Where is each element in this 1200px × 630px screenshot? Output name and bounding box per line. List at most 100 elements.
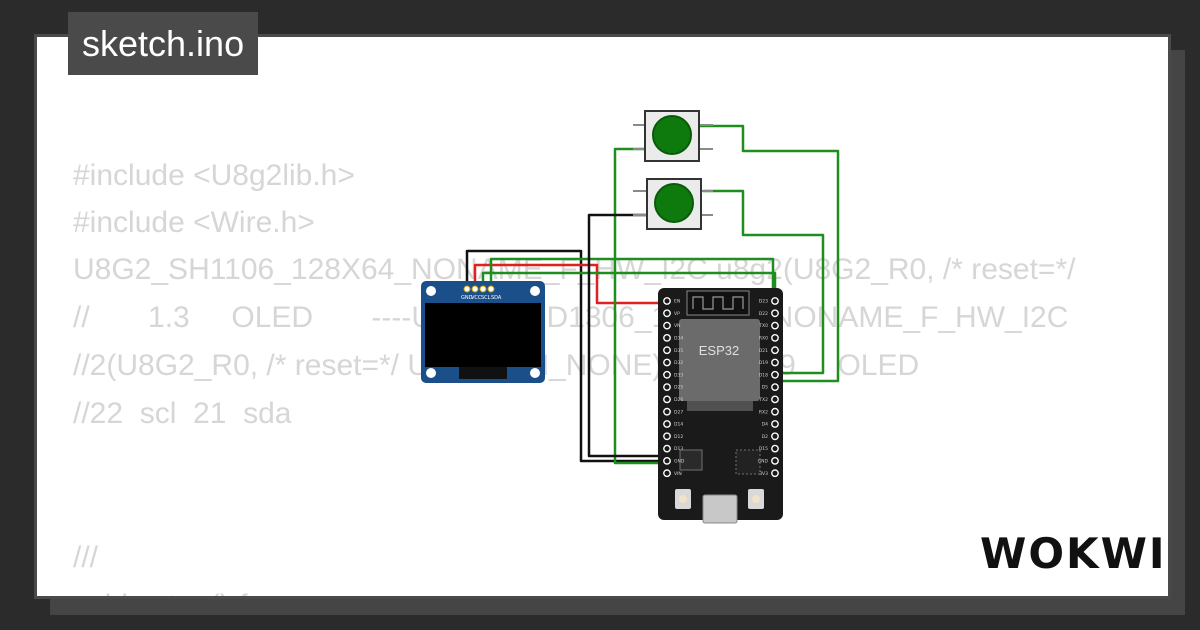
esp32-pin-right[interactable]	[771, 346, 779, 355]
code-line: //22 scl 21 sda	[73, 397, 292, 430]
oled-display[interactable]: GND VCC SCL SDA	[421, 281, 545, 383]
esp32-pin-left[interactable]	[663, 469, 671, 478]
esp32-pin-label: VIN	[674, 471, 682, 477]
esp32-pin-label: D35	[674, 348, 683, 354]
esp32-pin-right[interactable]	[771, 456, 779, 465]
esp32-pin-right[interactable]	[771, 297, 779, 305]
esp32-pin-right[interactable]	[771, 333, 779, 342]
esp32-pin-label: D12	[674, 434, 683, 440]
esp32-chip-foot	[687, 401, 753, 411]
esp32-pin-label: D13	[674, 446, 683, 452]
oled-pin-label: VCC	[471, 295, 482, 301]
esp32-pin-label: D18	[759, 372, 768, 378]
esp32-pin-left[interactable]	[663, 346, 671, 355]
esp32-pin-right[interactable]	[771, 395, 779, 404]
esp32-pin-right[interactable]	[771, 321, 779, 330]
oled-pin-label: SCL	[481, 295, 491, 301]
usb-port	[702, 494, 738, 524]
esp32-pin-right[interactable]	[771, 383, 779, 391]
esp32-board[interactable]: ESP32 ENVPVND34D35D32D33D25D26D27D14D12D…	[658, 288, 783, 524]
pushbutton-2[interactable]	[633, 178, 713, 230]
esp32-pin-left[interactable]	[663, 383, 671, 391]
esp32-pin-label: D23	[759, 299, 768, 305]
oled-pin-label: SDA	[491, 295, 502, 301]
esp32-pin-left[interactable]	[663, 297, 671, 305]
esp32-pin-right[interactable]	[771, 309, 779, 318]
wire-button1-to-3v3	[699, 124, 840, 383]
esp32-pin-left[interactable]	[663, 309, 671, 318]
esp32-pin-label: RX0	[759, 336, 768, 342]
wokwi-logo[interactable]: WOKWI	[980, 529, 1167, 578]
esp32-chip	[679, 319, 760, 401]
esp32-pin-left[interactable]	[663, 456, 671, 465]
esp32-pin-label: RX2	[759, 409, 768, 415]
voltage-regulator	[679, 449, 703, 471]
esp32-pin-left[interactable]	[663, 395, 671, 404]
esp32-pin-label: D2	[762, 434, 768, 440]
esp32-pin-left[interactable]	[663, 444, 671, 453]
esp32-chip-label: ESP32	[699, 343, 739, 358]
oled-pin	[471, 285, 479, 293]
antenna-trace	[692, 296, 744, 310]
code-line: #include <U8g2lib.h>	[73, 159, 355, 192]
circuit-diagram: GND VCC SCL SDA ESP32 ENVPVND34D35D32D33…	[421, 110, 840, 524]
usb-uart-chip	[735, 449, 761, 475]
esp32-pin-right[interactable]	[771, 370, 779, 379]
wire-button2-to-gnd	[587, 213, 663, 458]
esp32-pin-label: D21	[759, 348, 768, 354]
esp32-pin-label: D5	[762, 385, 768, 391]
code-line: ///	[73, 541, 99, 574]
esp32-antenna	[686, 290, 750, 316]
esp32-pin-left[interactable]	[663, 321, 671, 330]
esp32-pin-label: D14	[674, 422, 683, 428]
pushbutton-1[interactable]	[633, 110, 713, 162]
esp32-pin-left[interactable]	[663, 358, 671, 367]
wire-oled-vcc-red	[473, 263, 668, 305]
esp32-pin-label: D4	[762, 422, 768, 428]
esp32-pin-label: EN	[674, 299, 680, 305]
esp32-pin-label: D34	[674, 336, 683, 342]
button-cap	[654, 183, 694, 223]
oled-pin	[487, 285, 495, 293]
oled-ribbon	[459, 367, 507, 379]
esp32-pin-label: D32	[674, 360, 683, 366]
esp32-pin-label: D27	[674, 409, 683, 415]
esp32-pin-right[interactable]	[771, 358, 779, 367]
button-cap	[652, 115, 692, 155]
esp32-pin-headers: ENVPVND34D35D32D33D25D26D27D14D12D13GNDV…	[663, 297, 779, 478]
esp32-pin-left[interactable]	[663, 370, 671, 379]
esp32-pin-left[interactable]	[663, 432, 671, 441]
esp32-pin-right[interactable]	[771, 469, 779, 478]
wire-button2-to-d18	[703, 189, 825, 375]
boot-button-cap	[679, 495, 687, 503]
esp32-pin-right[interactable]	[771, 407, 779, 416]
esp32-pin-label: D19	[759, 360, 768, 366]
esp32-pin-label: D22	[759, 311, 768, 317]
esp32-pin-right[interactable]	[771, 432, 779, 441]
oled-mount-hole	[530, 286, 540, 296]
esp32-pin-label: GND	[674, 459, 685, 465]
esp32-pin-label: TX2	[758, 397, 768, 403]
esp32-pin-label: D33	[674, 372, 683, 378]
esp32-pin-label: D26	[674, 397, 683, 403]
oled-screen	[425, 303, 541, 367]
esp32-pin-right[interactable]	[771, 420, 779, 428]
esp32-pin-label: TX0	[758, 323, 768, 329]
esp32-pin-left[interactable]	[663, 333, 671, 342]
esp32-pin-left[interactable]	[663, 407, 671, 416]
esp32-pin-label: VP	[674, 311, 680, 317]
esp32-pin-label: D25	[674, 385, 683, 391]
esp32-pin-label: GND	[758, 459, 769, 465]
file-tab[interactable]: sketch.ino	[68, 12, 259, 75]
en-button-cap	[752, 495, 760, 503]
code-line: void setup() {	[73, 582, 248, 596]
esp32-pin-label: D15	[759, 446, 768, 452]
oled-mount-hole	[426, 286, 436, 296]
esp32-pin-right[interactable]	[771, 444, 779, 453]
wires	[465, 124, 840, 465]
oled-mount-hole	[426, 368, 436, 378]
oled-pin-label: GND	[461, 295, 473, 301]
wire-button1-to-d4	[613, 147, 667, 465]
wire-oled-gnd-black	[465, 249, 663, 463]
esp32-pin-left[interactable]	[663, 420, 671, 428]
